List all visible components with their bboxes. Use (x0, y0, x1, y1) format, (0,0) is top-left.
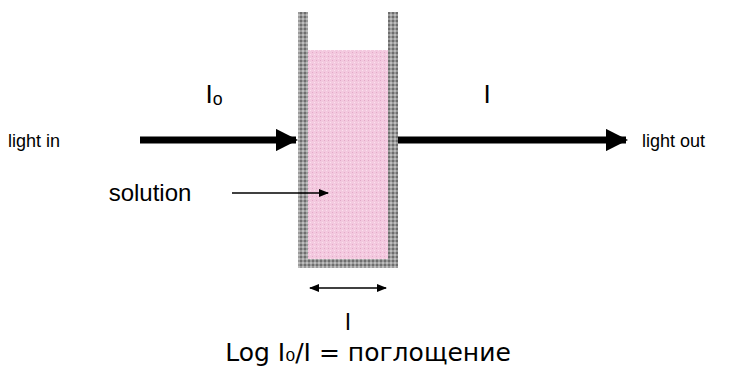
cuvette-bottom (298, 259, 398, 268)
cuvette-wall (298, 12, 308, 268)
dimension-label: l (345, 310, 350, 334)
leader-line (232, 192, 328, 194)
light-out-arrow (398, 137, 626, 144)
intensity-label: I (483, 81, 490, 107)
intensity-label: Iₒ (205, 81, 222, 107)
solution-fill (308, 50, 388, 259)
light-in-arrow (140, 137, 296, 144)
equation-text: Log I₀/I = поглощение (225, 340, 511, 365)
beam-label: light in (8, 132, 60, 150)
dimension-arrow (310, 287, 386, 289)
cuvette-wall (388, 12, 398, 268)
beam-label: light out (642, 132, 705, 150)
part-label: solution (109, 181, 192, 205)
